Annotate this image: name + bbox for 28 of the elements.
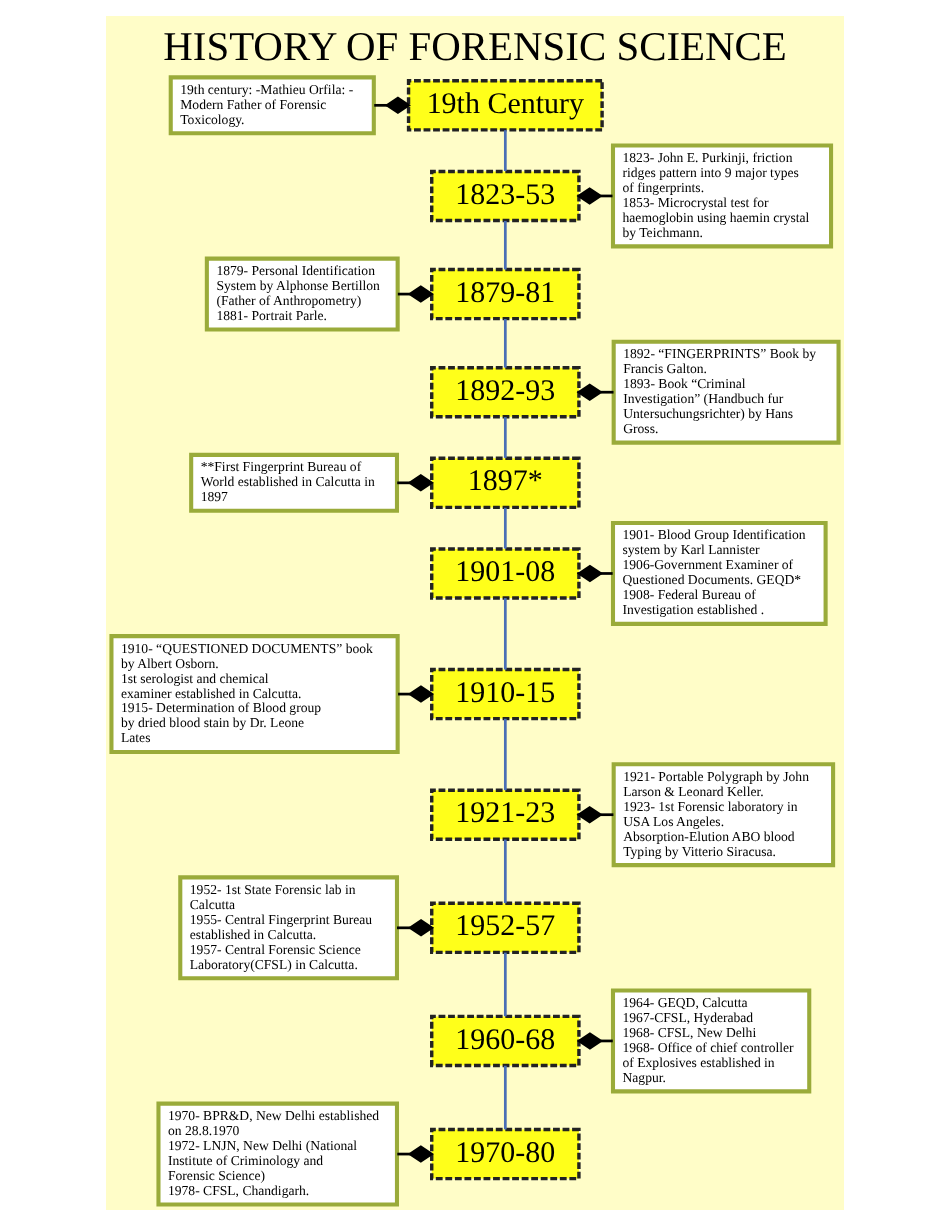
- node-box: 1892-93: [429, 365, 580, 419]
- node-box: 1952-57: [429, 901, 580, 955]
- connector: [575, 805, 613, 824]
- connector: [502, 319, 506, 368]
- connector: [575, 564, 612, 583]
- node-box: 1960-68: [429, 1014, 580, 1068]
- connector: [502, 952, 506, 1017]
- connector: [502, 220, 506, 270]
- node-box: 1970-80: [429, 1127, 580, 1181]
- connector: [575, 383, 613, 401]
- node-box: 1879-81: [429, 267, 580, 321]
- node-box: 19th Century: [405, 79, 603, 132]
- node-box: 1921-23: [429, 788, 580, 841]
- node-box: 1823-53: [429, 169, 580, 223]
- diagram-title: HISTORY OF FORENSIC SCIENCE: [162, 25, 786, 70]
- connector: [502, 417, 506, 458]
- connector: [502, 718, 506, 791]
- connector: [502, 507, 506, 549]
- connector: [502, 130, 506, 171]
- node-box: 1897*: [429, 456, 580, 510]
- connector: [502, 839, 506, 904]
- connector: [373, 96, 410, 115]
- node-box: 1910-15: [429, 667, 580, 721]
- connector: [502, 598, 506, 670]
- node-box: 1901-08: [429, 547, 580, 600]
- connector: [396, 474, 433, 492]
- connector: [502, 1065, 506, 1130]
- connector: [396, 919, 434, 937]
